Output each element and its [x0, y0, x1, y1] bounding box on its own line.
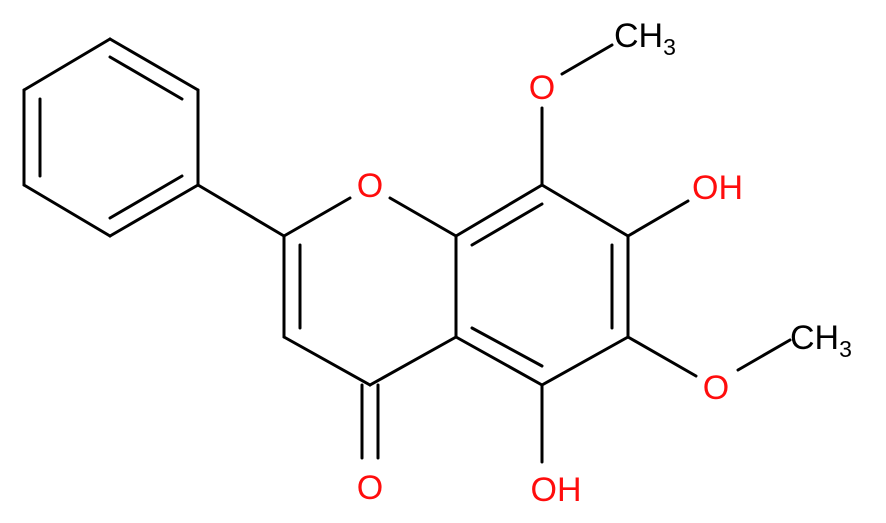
methoxy-top-methyl-subscript: 3 — [663, 34, 676, 60]
hydroxyl-right-label: OH — [692, 169, 743, 207]
bond — [560, 43, 614, 76]
bond — [22, 183, 112, 238]
methoxy-top-oxygen-label: O — [529, 69, 555, 107]
methoxy-top-methyl-label: CH3 — [614, 17, 676, 60]
bond — [470, 326, 544, 368]
methoxy-right-methyl-label: CH3 — [790, 319, 852, 362]
bond — [388, 196, 458, 238]
methoxy-right-methyl-subscript: 3 — [839, 336, 852, 362]
bond — [454, 183, 544, 238]
bond — [108, 55, 184, 101]
bond — [470, 202, 544, 247]
bond — [108, 183, 200, 238]
bond — [626, 335, 698, 378]
carbonyl-oxygen-label: O — [357, 469, 383, 507]
bond — [22, 37, 112, 92]
atom-labels: O O O CH3 OH O CH3 OH — [357, 17, 852, 509]
bond — [196, 183, 286, 238]
hydroxyl-bottom-label: OH — [531, 471, 582, 509]
bond — [108, 174, 184, 220]
methoxy-right-oxygen-label: O — [703, 369, 729, 407]
bond — [368, 335, 458, 387]
bond — [282, 335, 372, 387]
bond — [108, 37, 200, 92]
bond — [540, 183, 630, 238]
bond — [540, 335, 630, 387]
bond — [282, 196, 352, 238]
methoxy-top-methyl-text: CH — [614, 17, 663, 55]
bonds — [22, 37, 792, 464]
bond — [454, 335, 544, 387]
bond — [736, 338, 792, 372]
bond — [626, 199, 690, 238]
methoxy-right-methyl-text: CH — [790, 319, 839, 357]
ring-oxygen-label: O — [357, 167, 383, 205]
